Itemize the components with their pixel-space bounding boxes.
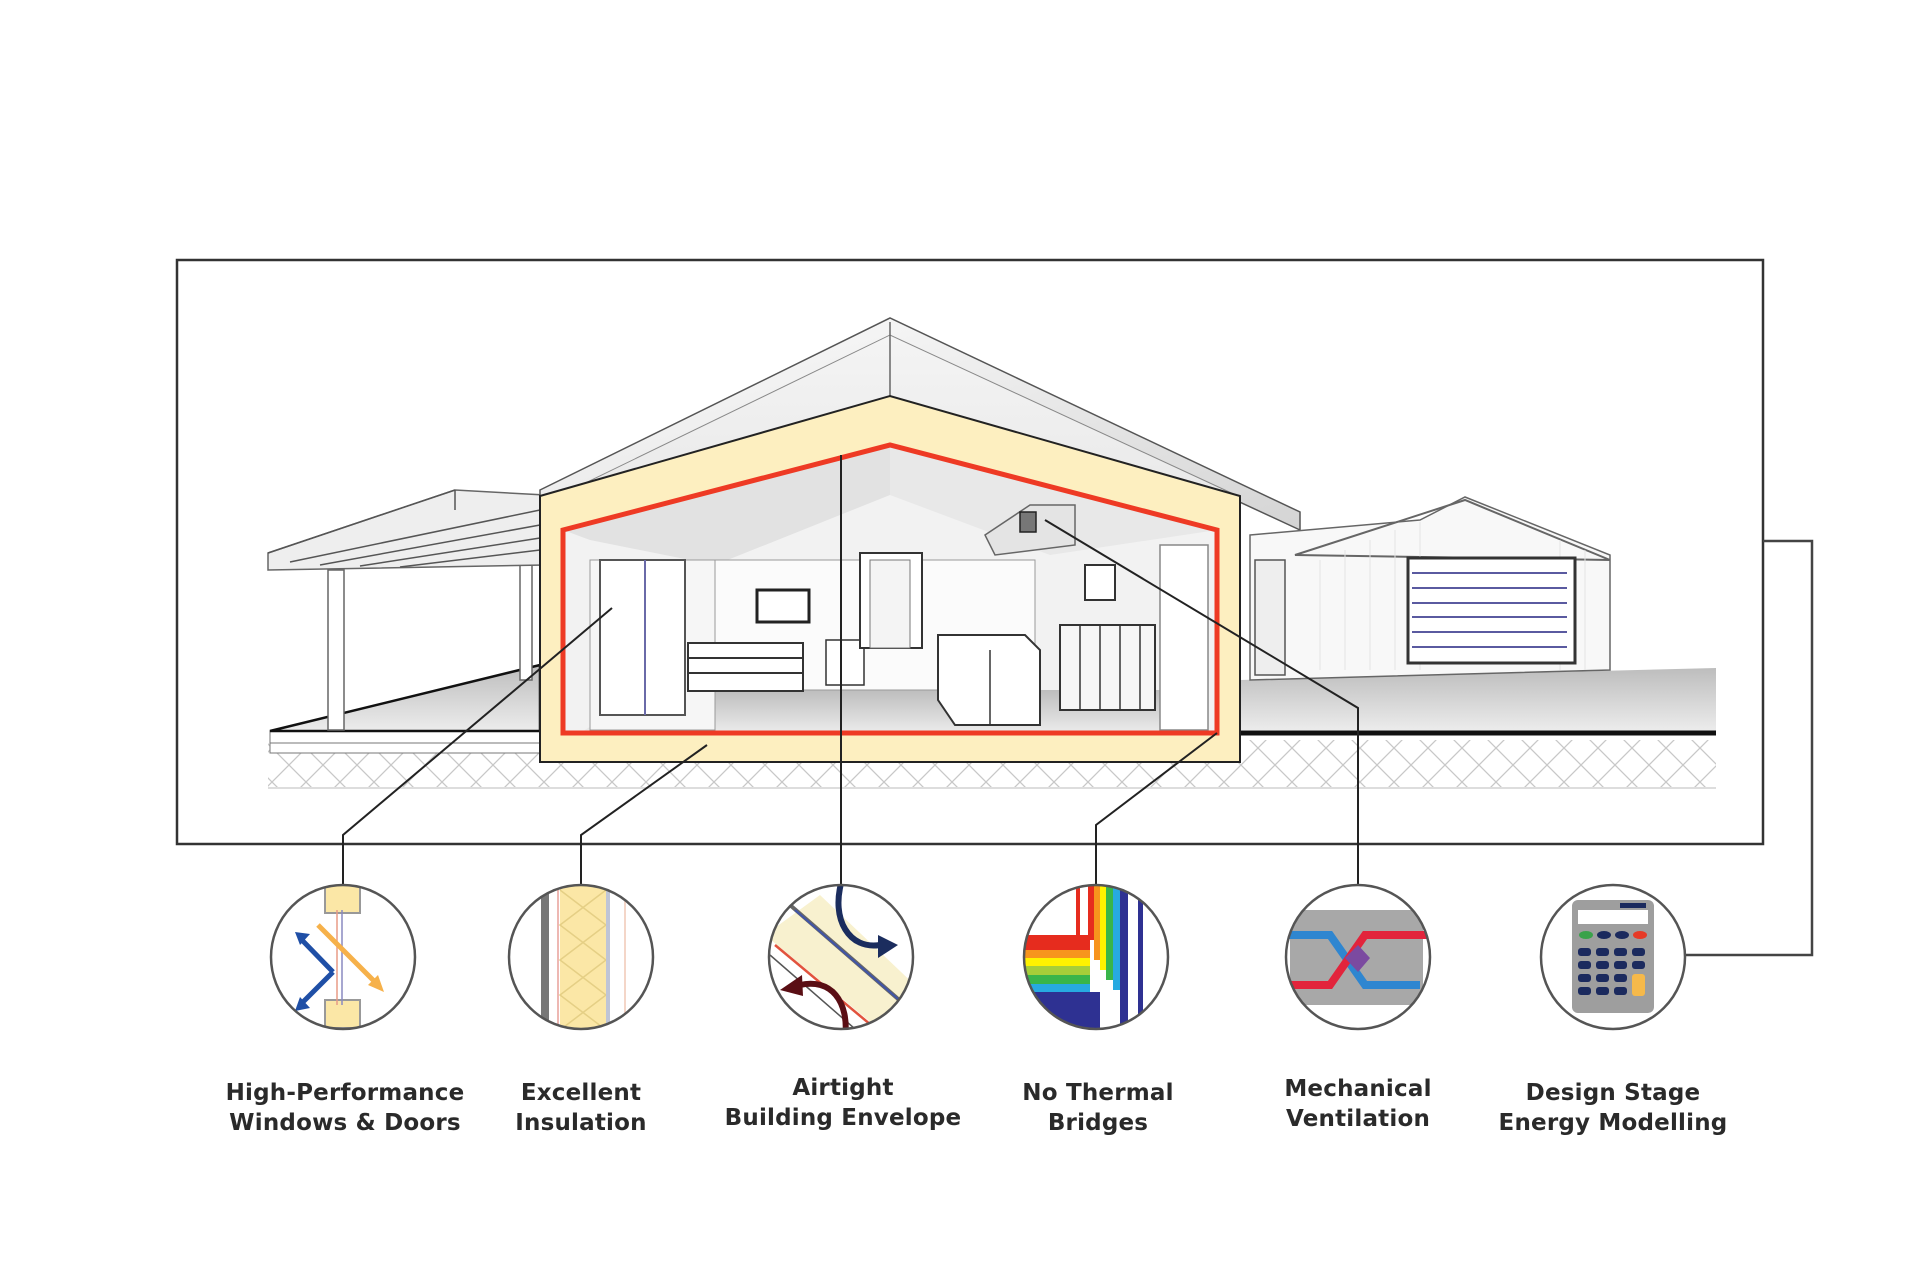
feature-label-insulation: Excellent Insulation bbox=[451, 1078, 711, 1138]
feature-icons bbox=[269, 883, 1687, 1031]
leader-thermal bbox=[1095, 732, 1218, 885]
feature-label-line: Airtight bbox=[792, 1075, 894, 1101]
feature-label-line: Bridges bbox=[1047, 1110, 1149, 1136]
feature-label-airtight: Airtight Building Envelope bbox=[713, 1073, 973, 1133]
feature-label-modelling: Design Stage Energy Modelling bbox=[1463, 1078, 1763, 1138]
house-section-drawing bbox=[267, 317, 1716, 885]
garage-door bbox=[1406, 556, 1577, 665]
feature-label-line: Ventilation bbox=[1285, 1106, 1431, 1132]
leader-insulation bbox=[580, 744, 708, 885]
calculator-icon bbox=[1539, 883, 1687, 1031]
feature-label-line: No Thermal bbox=[1022, 1080, 1174, 1106]
airtight-membrane-arrows-icon bbox=[767, 883, 915, 1031]
feature-label-line: Insulation bbox=[515, 1110, 647, 1136]
feature-label-ventilation: Mechanical Ventilation bbox=[1228, 1074, 1488, 1134]
feature-label-line: Design Stage bbox=[1525, 1080, 1701, 1106]
feature-label-line: Energy Modelling bbox=[1498, 1110, 1728, 1136]
insulation-layer-icon bbox=[507, 883, 655, 1031]
leader-windows bbox=[342, 607, 613, 885]
feature-label-line: Mechanical bbox=[1284, 1076, 1432, 1102]
heat-exchanger-icon bbox=[1284, 883, 1432, 1031]
diagram-frame bbox=[175, 258, 1765, 846]
feature-label-line: Excellent bbox=[520, 1080, 642, 1106]
leader-ventilation bbox=[1044, 519, 1359, 885]
feature-label-windows: High-Performance Windows & Doors bbox=[215, 1078, 475, 1138]
feature-label-line: Windows & Doors bbox=[229, 1110, 461, 1136]
thermal-gradient-corner-icon bbox=[1022, 883, 1170, 1031]
ventilation-grille bbox=[1019, 511, 1037, 533]
feature-label-line: High-Performance bbox=[225, 1080, 465, 1106]
feature-label-thermal: No Thermal Bridges bbox=[968, 1078, 1228, 1138]
airtight-line bbox=[560, 442, 1220, 736]
modelling-connector bbox=[1685, 539, 1814, 957]
window-frame-arrows-icon bbox=[269, 883, 417, 1031]
feature-label-line: Building Envelope bbox=[724, 1105, 962, 1131]
